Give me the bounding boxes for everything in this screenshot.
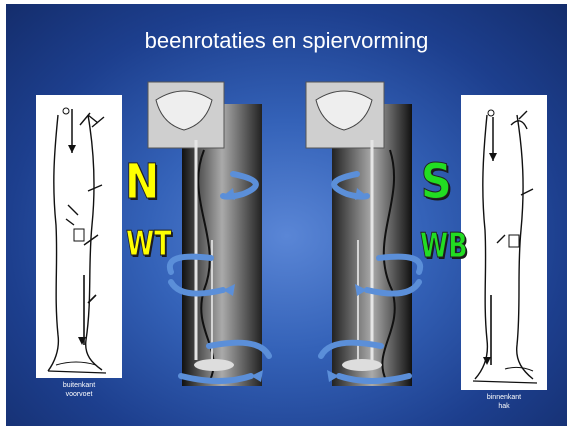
left-letter-bottom: WT	[126, 224, 172, 264]
right-letter-top: S	[421, 154, 452, 210]
left-caption: buitenkant voorvoet	[36, 381, 122, 399]
right-caption-line-2: hak	[461, 402, 547, 411]
right-caption-line-1: binnenkant	[461, 393, 547, 402]
slide: beenrotaties en spiervorming buitenkant …	[6, 4, 567, 426]
slide-title: beenrotaties en spiervorming	[6, 28, 567, 54]
rotation-arrow-icon	[367, 257, 420, 294]
right-caption: binnenkant hak	[461, 393, 547, 411]
left-rotation-arrows	[161, 164, 281, 394]
left-letter-top: N	[125, 154, 159, 210]
right-leg-drawing	[461, 95, 547, 390]
right-rotation-arrows	[311, 164, 431, 394]
left-leg-drawing	[36, 95, 122, 378]
left-caption-line-2: voorvoet	[36, 390, 122, 399]
left-caption-line-1: buitenkant	[36, 381, 122, 390]
rotation-arrow-icon	[170, 257, 223, 294]
right-leg-sketch	[461, 95, 547, 390]
right-letter-bottom: WB	[420, 226, 468, 266]
left-leg-sketch	[36, 95, 122, 378]
